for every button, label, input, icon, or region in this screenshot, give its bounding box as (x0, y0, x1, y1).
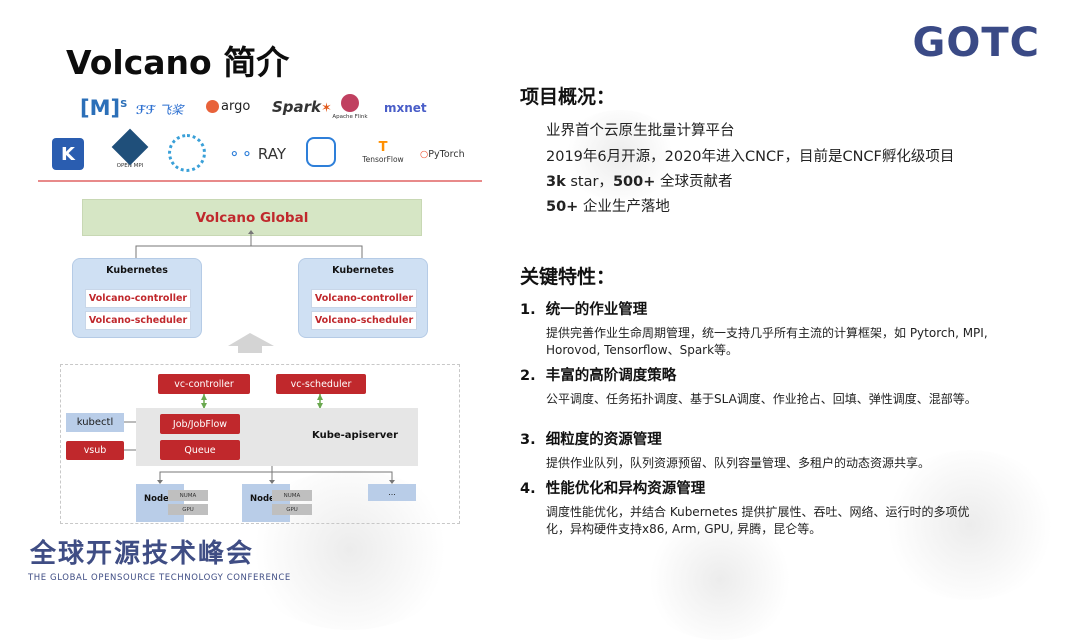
feature-title: 细粒度的资源管理 (545, 432, 662, 448)
feature-4: 4. 性能优化和异构资源管理 调度性能优化，并结合 Kubernetes 提供扩… (520, 477, 990, 538)
divider (38, 180, 482, 182)
feature-1: 1. 统一的作业管理 提供完善作业生命周期管理，统一支持几乎所有主流的计算框架，… (520, 298, 990, 359)
volcano-scheduler-box: Volcano-scheduler (85, 311, 191, 330)
volcano-controller-box: Volcano-controller (85, 289, 191, 308)
vc-controller-box: vc-controller (158, 374, 250, 394)
volcano-controller-box: Volcano-controller (311, 289, 417, 308)
volcano-global-box: Volcano Global (82, 199, 422, 236)
feature-desc: 提供完善作业生命周期管理，统一支持几乎所有主流的计算框架，如 Pytorch, … (546, 326, 988, 357)
gpu-chip: GPU (272, 504, 312, 515)
numa-chip: NUMA (272, 490, 312, 501)
flink-logo: Apache Flink (327, 94, 373, 120)
pytorch-icon: ○ (420, 149, 429, 160)
conference-title-cn: 全球开源技术峰会 (30, 539, 255, 569)
vc-scheduler-box: vc-scheduler (276, 374, 366, 394)
feature-title: 统一的作业管理 (545, 302, 648, 318)
kubernetes-cluster-1: Kubernetes Volcano-controller Volcano-sc… (72, 258, 202, 338)
feature-title: 性能优化和异构资源管理 (545, 481, 706, 497)
openmpi-logo: OPEN MPI (110, 128, 150, 169)
overview-line-2: 2019年6月开源，2020年进入CNCF，目前是CNCF孵化级项目 (546, 149, 955, 165)
feature-3: 3. 细粒度的资源管理 提供作业队列，队列资源预留、队列容量管理、多租户的动态资… (520, 428, 990, 472)
feature-desc: 提供作业队列，队列资源预留、队列容量管理、多租户的动态资源共享。 (546, 456, 931, 470)
flink-squirrel-icon (341, 94, 359, 112)
volcano-cluster-frame (60, 364, 460, 524)
numa-chip: NUMA (168, 490, 208, 501)
fusion-icon (306, 137, 336, 167)
features-heading: 关键特性： (520, 266, 616, 288)
feature-2: 2. 丰富的高阶调度策略 公平调度、任务拓扑调度、基于SLA调度、作业抢占、回填… (520, 364, 990, 408)
spark-logo: Spark✶ (272, 98, 332, 116)
cluster-title: Kubernetes (106, 265, 168, 276)
ray-logo: ⚬⚬ RAY (228, 145, 286, 163)
vsub-box: vsub (66, 441, 124, 460)
conference-title-en: THE GLOBAL OPENSOURCE TECHNOLOGY CONFERE… (28, 573, 291, 583)
slide-title: Volcano 简介 (66, 43, 290, 82)
gpu-chip: GPU (168, 504, 208, 515)
more-nodes: ... (368, 484, 416, 501)
feature-desc: 调度性能优化，并结合 Kubernetes 提供扩展性、吞吐、网络、运行时的多项… (546, 505, 970, 536)
overview-line-4: 50+ 企业生产落地 (546, 199, 670, 215)
apiserver-label: Kube-apiserver (312, 430, 399, 441)
kubeflow-icon: K (52, 138, 84, 170)
feature-desc: 公平调度、任务拓扑调度、基于SLA调度、作业抢占、回填、弹性调度、混部等。 (546, 392, 977, 406)
ray-icon: ⚬⚬ (228, 145, 254, 163)
tensorflow-icon: T (378, 140, 388, 155)
overview-heading: 项目概况： (520, 86, 616, 108)
pytorch-logo: ○PyTorch (420, 149, 465, 160)
paddle-logo: ℱℱ 飞桨 (136, 103, 184, 117)
volcano-scheduler-box: Volcano-scheduler (311, 311, 417, 330)
cluster-title: Kubernetes (332, 265, 394, 276)
feature-title: 丰富的高阶调度策略 (545, 368, 677, 384)
kubernetes-cluster-2: Kubernetes Volcano-controller Volcano-sc… (298, 258, 428, 338)
argo-logo: argo (206, 99, 250, 114)
overview-line-1: 业界首个云原生批量计算平台 (546, 123, 735, 139)
tensorflow-logo: T TensorFlow (360, 140, 406, 164)
spark-star-icon: ✶ (321, 101, 332, 116)
gotc-logo: GOTC (912, 20, 1040, 66)
queue-box: Queue (160, 440, 240, 460)
mindspore-logo: [M]S (80, 96, 128, 120)
kubectl-box: kubectl (66, 413, 124, 432)
overview-line-3: 3k star，500+ 全球贡献者 (546, 174, 733, 190)
mxnet-logo: mxnet (384, 101, 427, 115)
argo-icon (206, 100, 219, 113)
job-jobflow-box: Job/JobFlow (160, 414, 240, 434)
volcano-badge-icon (168, 134, 206, 172)
